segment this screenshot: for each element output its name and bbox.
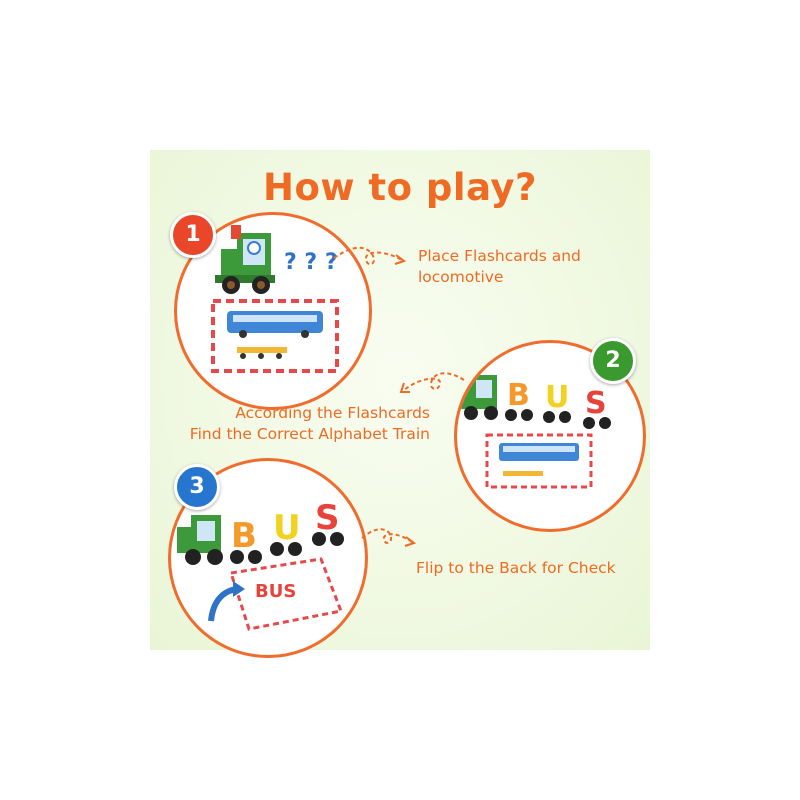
step3-badge: 3 [174,464,220,510]
dashed-arrow-right-icon [333,246,407,266]
letter-s: S [585,386,607,421]
page-title: How to play? [262,166,537,209]
step1-caption: Place Flashcards and locomotive [418,246,581,288]
letter-u: U [273,508,301,548]
step1-badge: 1 [170,212,216,258]
question-marks: ? ? ? [284,250,338,275]
alphabet-train: B U S [461,375,611,429]
step3-illustration: B U S BUS [168,458,368,658]
step1-caption-line1: Place Flashcards and [418,247,581,265]
dashed-arrow-left-icon [399,372,465,393]
flashcard-back: BUS [229,557,344,631]
step2-caption-line2: Find the Correct Alphabet Train [189,425,430,443]
dashed-arrow-right-icon [361,528,417,547]
step1-caption-line2: locomotive [418,268,504,286]
card-bus-text: BUS [255,581,296,602]
letter-u: U [545,380,569,415]
letter-s: S [315,498,340,538]
step2-caption: According the Flashcards Find the Correc… [178,403,430,445]
letter-b: B [507,378,530,413]
flip-arrow-icon [208,581,245,622]
step2-illustration: B U S [454,340,646,532]
alphabet-train: B U S [177,498,344,565]
step2-badge: 2 [590,338,636,384]
bus-flashcard [485,433,593,489]
step2-caption-line1: According the Flashcards [235,404,430,422]
letter-b: B [231,516,257,556]
step3-caption: Flip to the Back for Check [416,559,616,577]
locomotive-icon [215,225,275,294]
bus-flashcard [211,299,339,373]
